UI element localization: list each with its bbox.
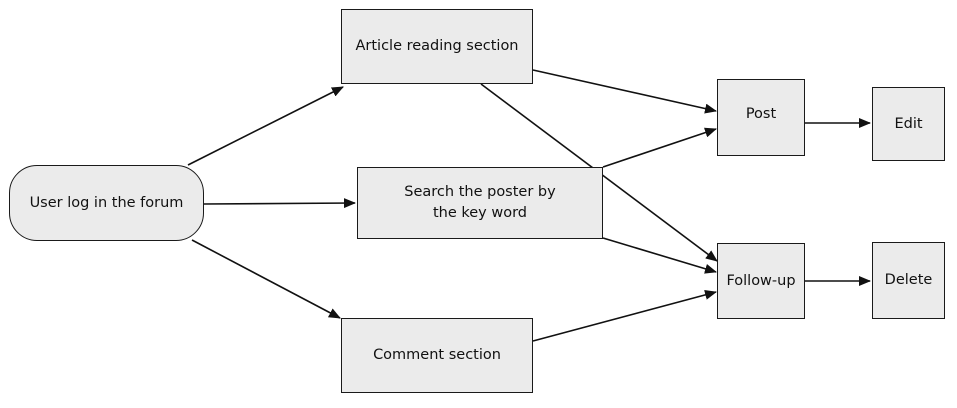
edge-search-to-post xyxy=(602,127,717,168)
node-label: Comment section xyxy=(373,347,501,363)
node-label: User log in the forum xyxy=(29,194,184,211)
edge-article-to-post xyxy=(532,69,717,114)
node-label: Delete xyxy=(884,272,933,288)
node-edit: Edit xyxy=(872,87,945,161)
edge-start-to-comment xyxy=(191,239,341,319)
node-comment-section: Comment section xyxy=(341,318,533,393)
node-post: Post xyxy=(717,79,805,156)
node-label: Search the poster by the key word xyxy=(404,184,556,221)
node-search-poster: Search the poster by the key word xyxy=(357,167,603,239)
edge-start-to-article xyxy=(187,86,344,166)
node-user-log-in: User log in the forum xyxy=(9,165,204,241)
node-label: Article reading section xyxy=(355,38,519,54)
edge-comment-to-followup xyxy=(532,290,717,342)
node-delete: Delete xyxy=(872,242,945,319)
node-article-reading-section: Article reading section xyxy=(341,9,533,84)
node-label: Follow-up xyxy=(726,272,796,289)
edge-search-to-followup xyxy=(602,237,717,274)
node-label: Post xyxy=(745,106,777,122)
node-follow-up: Follow-up xyxy=(717,243,805,319)
node-label: Edit xyxy=(894,115,923,132)
edge-start-to-search xyxy=(203,198,356,209)
